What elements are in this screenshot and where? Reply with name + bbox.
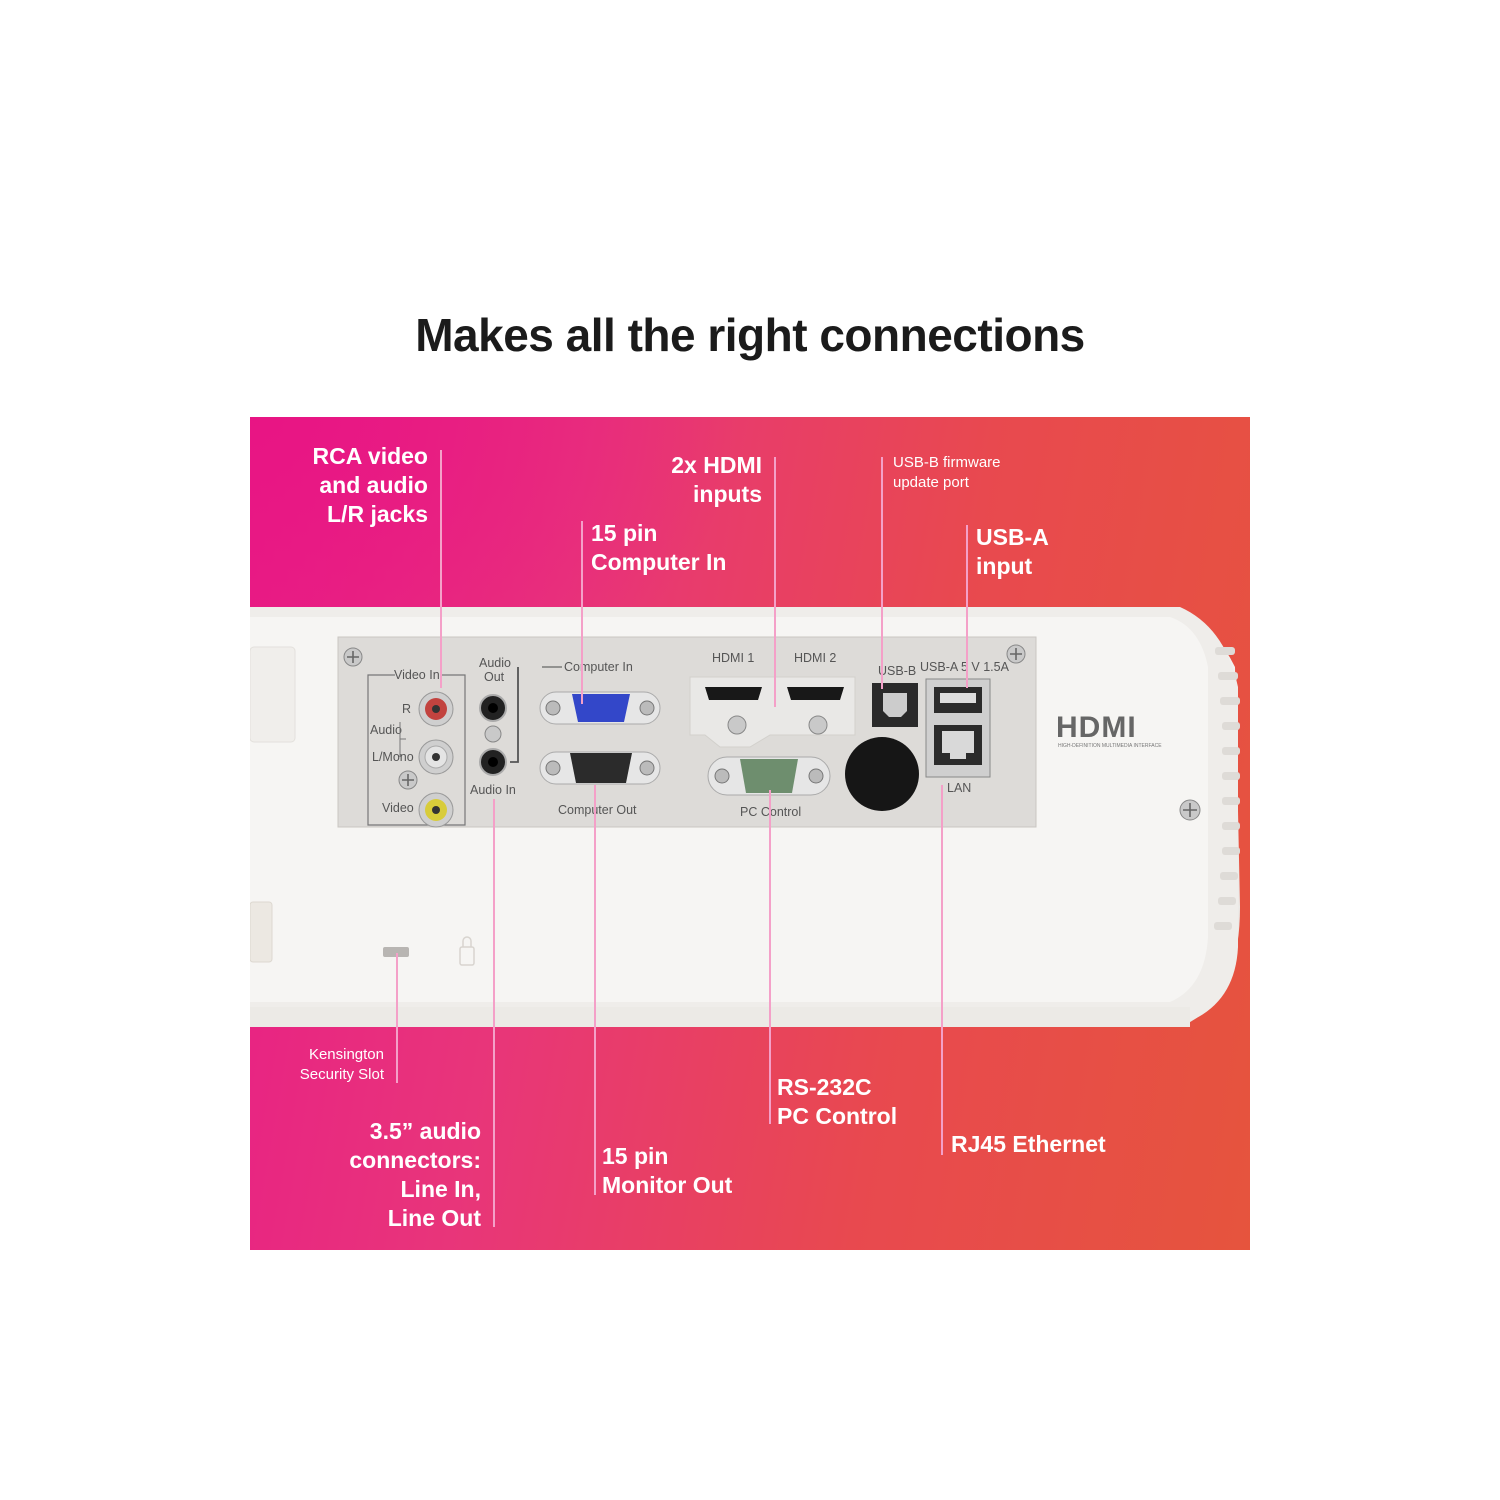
usb-a-callout: USB-A input	[976, 524, 1049, 579]
usb-a-port-label: USB-A 5 V 1.5A	[920, 660, 1010, 674]
hdmi2-port-label: HDMI 2	[794, 651, 836, 665]
kensington-callout: Kensington Security Slot	[299, 1046, 384, 1083]
video-port-label: Video	[382, 801, 414, 815]
computer-out-port-label: Computer Out	[558, 803, 637, 817]
rca-leader-line	[440, 450, 442, 688]
hdmi-logo: HDMI	[1056, 711, 1137, 744]
hdmi1-port-label: HDMI 1	[712, 651, 754, 665]
l-mono-port-label: L/Mono	[372, 750, 414, 764]
kensington-leader-line	[396, 953, 398, 1083]
headline: Makes all the right connections	[415, 309, 1085, 361]
video-in-port-label: Video In	[394, 668, 440, 682]
usb-b-callout: USB-B firmware update port	[893, 454, 1001, 491]
rca-callout: RCA video and audio L/R jacks	[312, 443, 428, 527]
audio-35-leader-line	[493, 799, 495, 1227]
computer-in-callout: 15 pin Computer In	[591, 520, 727, 575]
lan-port-label: LAN	[947, 781, 971, 795]
audio-in-port-label: Audio In	[470, 783, 516, 797]
projector-rear-illustration: Video In R Audio L/Mono Video Audio Out …	[250, 607, 1240, 1027]
audio-out-label-line2: Out	[484, 670, 505, 684]
monitor-out-callout: 15 pin Monitor Out	[602, 1143, 733, 1198]
rj45-callout: RJ45 Ethernet	[951, 1131, 1106, 1157]
computer-in-port-label: Computer In	[564, 660, 633, 674]
audio-out-label-line1: Audio	[479, 656, 511, 670]
rj45-leader-line	[941, 785, 943, 1155]
rs232-callout: RS-232C PC Control	[777, 1074, 898, 1129]
hdmi-callout: 2x HDMI inputs	[671, 452, 762, 507]
computer-in-leader-line	[581, 521, 583, 704]
usb-a-leader-line	[966, 525, 968, 688]
hdmi-logo-subtitle: HIGH-DEFINITION MULTIMEDIA INTERFACE	[1058, 743, 1162, 749]
usb-b-port-label: USB-B	[878, 664, 916, 678]
audio-port-label: Audio	[370, 723, 402, 737]
monitor-out-leader-line	[594, 785, 596, 1195]
r-port-label: R	[402, 702, 411, 716]
usb-b-leader-line	[881, 457, 883, 689]
rs232-leader-line	[769, 790, 771, 1124]
audio-35-callout: 3.5” audio connectors: Line In, Line Out	[349, 1118, 481, 1231]
connections-panel: Video In R Audio L/Mono Video Audio Out …	[250, 417, 1250, 1250]
hdmi-leader-line	[774, 457, 776, 707]
